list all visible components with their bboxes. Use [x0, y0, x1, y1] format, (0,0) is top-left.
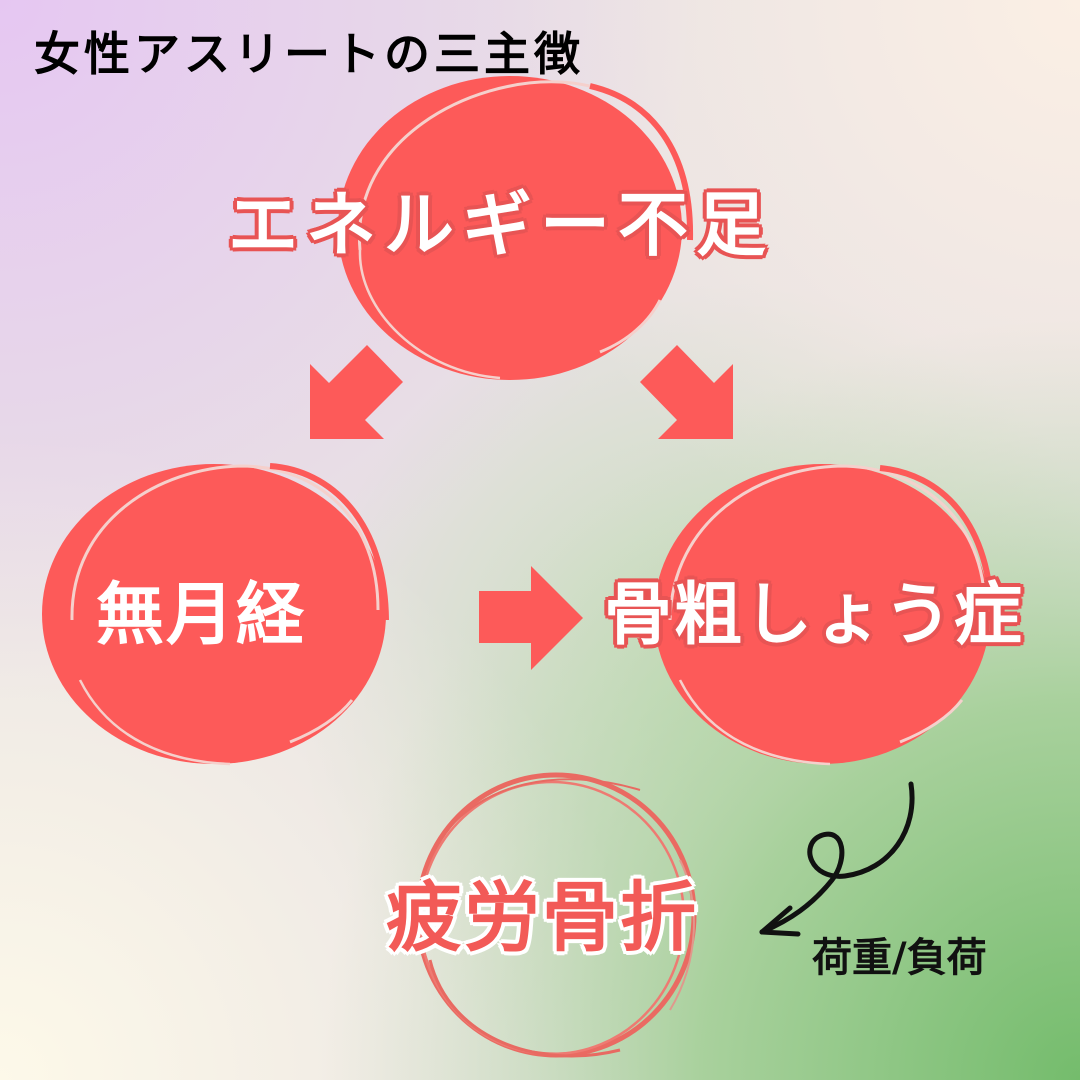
arrow-right-icon: [479, 566, 583, 670]
stress-fracture-label: 疲労骨折: [386, 873, 698, 962]
curly-arrow-icon: [759, 781, 915, 937]
amenorrhea-circle: [42, 463, 389, 766]
osteoporosis-label: 骨粗しょう症: [604, 576, 1025, 655]
stress-fracture-ring: [415, 772, 697, 1058]
osteoporosis-circle: [654, 464, 995, 766]
arrow-down-left-icon: [310, 345, 403, 439]
page-title: 女性アスリートの三主徴: [34, 27, 584, 81]
load-annotation: 荷重/負荷: [812, 935, 987, 981]
energy-deficiency-label: エネルギー不足: [228, 184, 774, 266]
amenorrhea-label: 無月経: [96, 576, 307, 655]
energy-circle: [338, 76, 694, 380]
arrow-down-right-icon: [640, 345, 733, 439]
